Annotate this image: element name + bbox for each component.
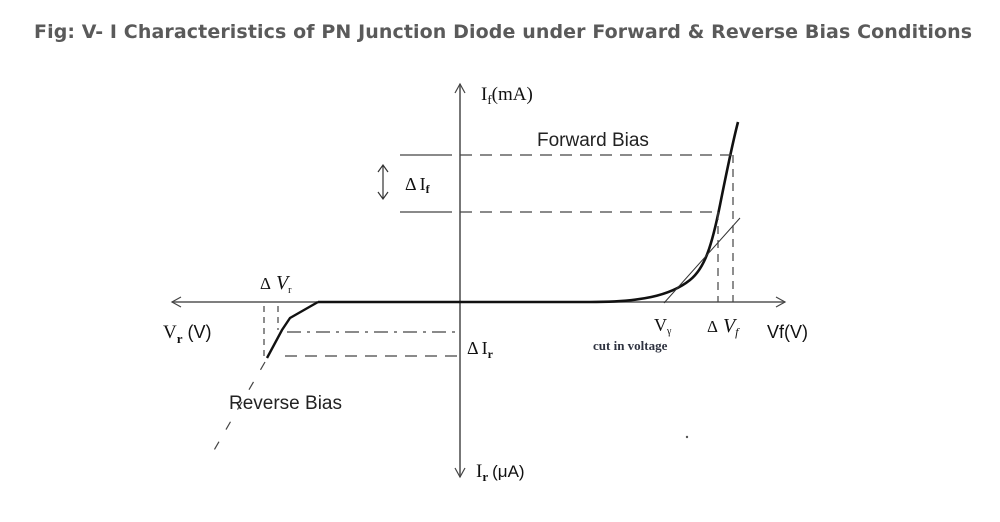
forward-current-axis-label: If(mA) [481,84,533,107]
forward-voltage-axis-label: Vf(V) [767,322,808,342]
double-arrow-icon [377,163,389,201]
cut-in-voltage-label: cut in voltage [593,338,668,353]
figure-title: Fig: V- I Characteristics of PN Junction… [34,21,973,43]
v-gamma-label: Vγ [654,315,672,337]
forward-curve [318,121,740,304]
reverse-bias-label: Reverse Bias [229,393,342,414]
reverse-voltage-axis-label: Vr(V) [163,322,212,346]
reverse-curve [265,300,319,359]
breakdown-extension [212,361,266,453]
tangent-line [663,217,741,304]
stray-dot [685,435,689,439]
reverse-current-axis-label: Ir(μA) [476,461,525,484]
forward-bias-label: Forward Bias [537,130,649,151]
